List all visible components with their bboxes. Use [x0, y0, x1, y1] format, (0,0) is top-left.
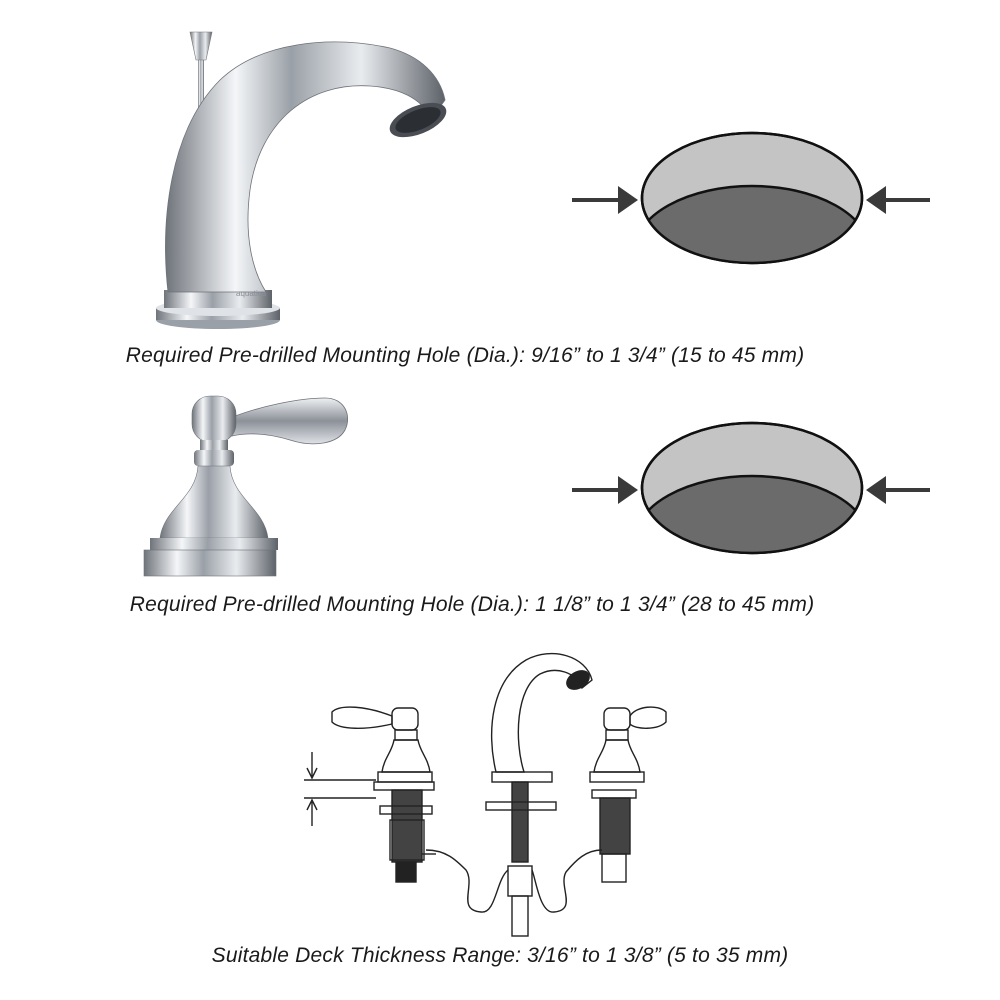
spout-illustration: aquatica — [156, 31, 447, 329]
mounting-hole-diagram-spout — [572, 131, 930, 265]
handle-illustration — [143, 395, 349, 577]
deck-thickness-caption: Suitable Deck Thickness Range: 3/16” to … — [211, 944, 789, 967]
handle-hole-caption: Required Pre-drilled Mounting Hole (Dia.… — [129, 593, 815, 616]
brand-mark: aquatica — [236, 289, 267, 298]
spout-hole-caption: Required Pre-drilled Mounting Hole (Dia.… — [125, 344, 805, 367]
mounting-hole-diagram-handle — [572, 421, 930, 555]
hole-inner — [642, 474, 862, 553]
hole-inner — [642, 184, 862, 263]
deck-thickness-line-drawing — [304, 652, 667, 937]
deck-thickness-indicator — [304, 752, 376, 826]
left-arrow-icon — [572, 186, 638, 214]
left-arrow-icon — [572, 476, 638, 504]
right-arrow-icon — [866, 476, 930, 504]
right-arrow-icon — [866, 186, 930, 214]
